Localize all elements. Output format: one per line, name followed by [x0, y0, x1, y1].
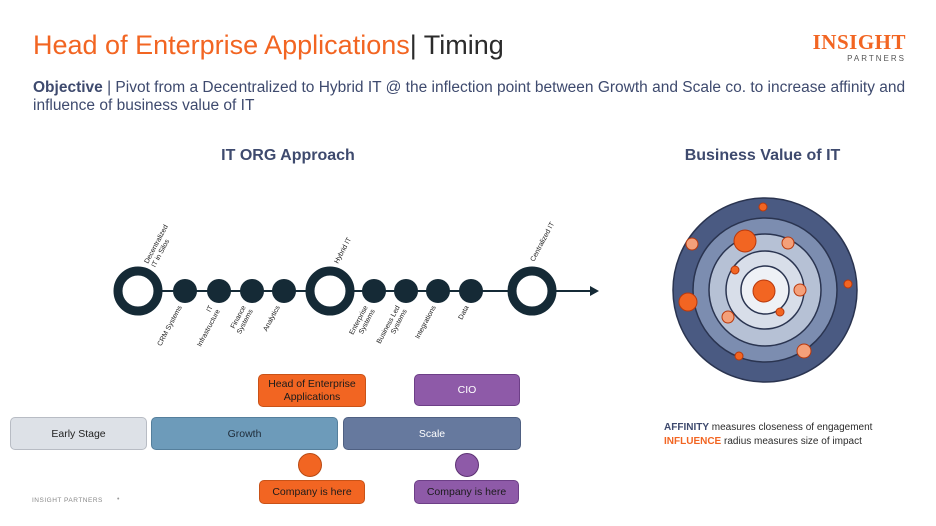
influence-dot-bottom — [734, 351, 744, 361]
influence-dot-inner-left — [730, 265, 740, 275]
label-analytics: Analytics — [262, 304, 282, 332]
logo-sub: PARTNERS — [847, 54, 906, 63]
company-marker-purple — [455, 453, 479, 477]
label-finance: FinanceSystems — [229, 304, 255, 335]
it-org-timeline: DecentralizedIT in Silos Hybrid IT Centr… — [113, 221, 599, 349]
influence-dot-lower-right — [796, 343, 812, 359]
influence-dot-upper-left — [685, 237, 699, 251]
influence-dot-left — [678, 292, 698, 312]
label-data: Data — [458, 305, 471, 321]
ring-hybrid — [305, 266, 355, 316]
footer-bullet: • — [117, 496, 120, 503]
label-decentralized: DecentralizedIT in Silos — [144, 224, 177, 269]
page-title: Head of Enterprise Applications| Timing — [33, 30, 504, 61]
company-is-here-growth: Company is here — [259, 480, 365, 504]
legend-affinity: AFFINITY measures closeness of engagemen… — [664, 422, 873, 433]
cio-box: CIO — [414, 374, 520, 406]
dot-business-led — [394, 279, 418, 303]
label-enterprise: EnterpriseSystems — [349, 304, 377, 340]
title-timing: | Timing — [409, 30, 504, 60]
influence-dot-right — [793, 283, 807, 297]
company-marker-orange — [298, 453, 322, 477]
label-crm: CRM Systems — [157, 304, 184, 347]
label-infrastructure: ITInfrastructure — [189, 304, 222, 348]
objective-text: Objective | Pivot from a Decentralized t… — [33, 79, 913, 115]
footer-brand: INSIGHT PARTNERS — [32, 497, 103, 504]
business-value-target — [672, 197, 858, 383]
influence-dot-upper-right — [781, 236, 795, 250]
dot-data — [459, 279, 483, 303]
dot-enterprise — [362, 279, 386, 303]
insight-partners-logo: INSIGHT PARTNERS — [813, 32, 906, 64]
legend-influence: INFLUENCE radius measures size of impact — [664, 436, 862, 447]
business-value-heading: Business Value of IT — [684, 147, 841, 164]
influence-dot-lower-left — [721, 310, 735, 324]
influence-dot-center — [752, 279, 776, 303]
dot-crm — [173, 279, 197, 303]
dot-analytics — [272, 279, 296, 303]
label-hybrid: Hybrid IT — [334, 236, 354, 265]
title-role: Head of Enterprise Applications — [33, 30, 410, 60]
stage-scale: Scale — [343, 417, 521, 450]
timeline-arrowhead — [590, 286, 599, 296]
it-org-heading: IT ORG Approach — [221, 147, 355, 164]
label-integrations: Integrations — [414, 304, 438, 340]
influence-dot-large-top — [733, 229, 757, 253]
stage-early: Early Stage — [10, 417, 147, 450]
objective-label: Objective — [33, 79, 103, 96]
objective-body: | Pivot from a Decentralized to Hybrid I… — [33, 79, 906, 114]
ring-centralized — [507, 266, 557, 316]
business-value-legend: AFFINITY measures closeness of engagemen… — [664, 421, 872, 449]
logo-main: INSIGHT — [812, 30, 906, 54]
head-of-enterprise-applications-box: Head of Enterprise Applications — [258, 374, 366, 407]
dot-integrations — [426, 279, 450, 303]
influence-dot-far-right — [843, 279, 853, 289]
stage-growth: Growth — [151, 417, 338, 450]
influence-dot-inner-right — [775, 307, 785, 317]
label-centralized: Centralized IT — [530, 221, 557, 263]
influence-dot-top — [758, 202, 768, 212]
dot-infrastructure — [207, 279, 231, 303]
company-is-here-scale: Company is here — [414, 480, 519, 504]
label-business-led: Business LedSystems — [376, 304, 409, 349]
dot-finance — [240, 279, 264, 303]
ring-decentralized — [113, 266, 163, 316]
